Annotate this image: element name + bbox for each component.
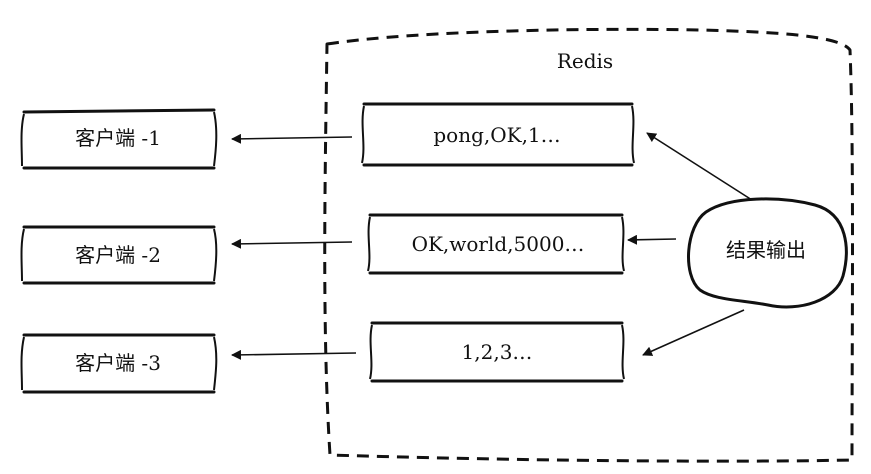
- client-label: 客户端 -3: [75, 351, 161, 375]
- output-buffer-2: OK,world,5000…: [367, 213, 625, 275]
- output-buffer-3: 1,2,3…: [369, 321, 625, 383]
- client-label: 客户端 -1: [75, 126, 161, 150]
- buffer-content: pong,OK,1…: [433, 123, 560, 147]
- redis-container: Redis: [323, 27, 854, 463]
- result-output-cloud: 结果输出: [687, 197, 848, 309]
- client-box-1: 客户端 -1: [20, 108, 218, 170]
- result-output-label: 结果输出: [726, 238, 806, 262]
- arrow-buffer1-to-client1: [231, 133, 353, 144]
- client-label: 客户端 -2: [75, 243, 161, 267]
- buffer-content: OK,world,5000…: [412, 232, 585, 256]
- buffer-content: 1,2,3…: [462, 340, 533, 364]
- arrow-output-to-buffer1: [646, 132, 753, 201]
- arrow-buffer2-to-client2: [231, 238, 353, 249]
- arrow-output-to-buffer2: [627, 234, 677, 245]
- redis-title: Redis: [557, 49, 613, 73]
- client-box-2: 客户端 -2: [20, 225, 218, 285]
- output-buffer-1: pong,OK,1…: [361, 102, 635, 167]
- arrow-output-to-buffer3: [642, 309, 745, 356]
- client-box-3: 客户端 -3: [20, 333, 218, 394]
- arrow-buffer3-to-client3: [231, 349, 357, 360]
